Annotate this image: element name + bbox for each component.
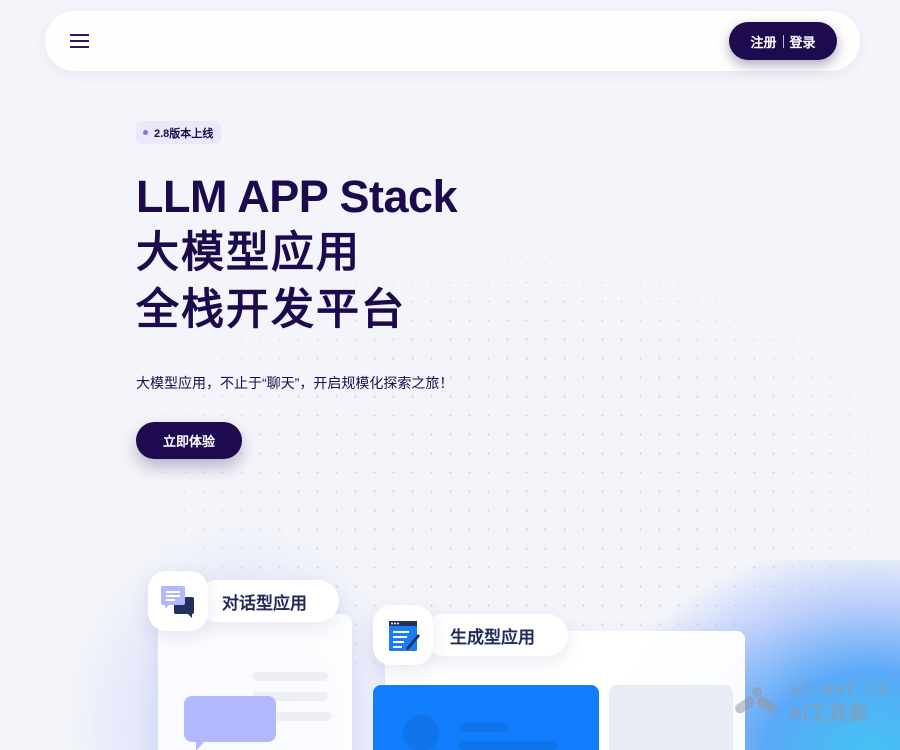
hero-title: LLM APP Stack 大模型应用 全栈开发平台	[136, 168, 458, 339]
feature-chat-app-label: 对话型应用	[222, 593, 307, 613]
top-navbar: 注册 登录	[45, 11, 860, 71]
feature-chat-app[interactable]: 对话型应用	[196, 580, 339, 622]
watermark-brand: AI工具集	[788, 703, 868, 725]
hero-title-line-3: 全栈开发平台	[136, 286, 406, 334]
auth-divider	[782, 34, 784, 48]
placeholder-line	[459, 741, 557, 750]
document-edit-icon	[373, 605, 433, 665]
feature-generation-app[interactable]: 生成型应用	[422, 614, 568, 656]
generation-side-panel	[609, 685, 733, 750]
watermark-domain: ai-bot.cn	[790, 680, 890, 698]
hamburger-menu-icon[interactable]	[67, 29, 91, 53]
placeholder-line	[252, 692, 328, 701]
placeholder-line	[252, 672, 328, 681]
register-link[interactable]: 注册	[750, 34, 777, 50]
chat-bubble-shape	[184, 696, 276, 750]
badge-dot-icon	[143, 130, 148, 135]
try-now-button[interactable]: 立即体验	[136, 422, 242, 459]
placeholder-line	[252, 712, 332, 721]
hero-subtitle: 大模型应用，不止于“聊天”，开启规模化探索之旅！	[136, 375, 454, 391]
chat-app-preview-card	[158, 614, 352, 750]
watermark: ai-bot.cn AI工具集	[732, 680, 892, 725]
placeholder-line	[459, 723, 509, 732]
feature-generation-app-label: 生成型应用	[450, 627, 535, 647]
generation-preview-panel	[373, 685, 599, 750]
hero-title-line-1: LLM APP Stack	[136, 171, 458, 222]
auth-button-group: 注册 登录	[729, 22, 837, 60]
avatar-placeholder	[403, 715, 439, 750]
watermark-logo-icon	[735, 687, 777, 714]
hero-title-line-2: 大模型应用	[136, 229, 361, 277]
chat-bubbles-icon	[148, 571, 208, 631]
version-badge: 2.8版本上线	[136, 121, 222, 144]
login-link[interactable]: 登录	[789, 34, 816, 50]
version-badge-text: 2.8版本上线	[154, 127, 214, 140]
